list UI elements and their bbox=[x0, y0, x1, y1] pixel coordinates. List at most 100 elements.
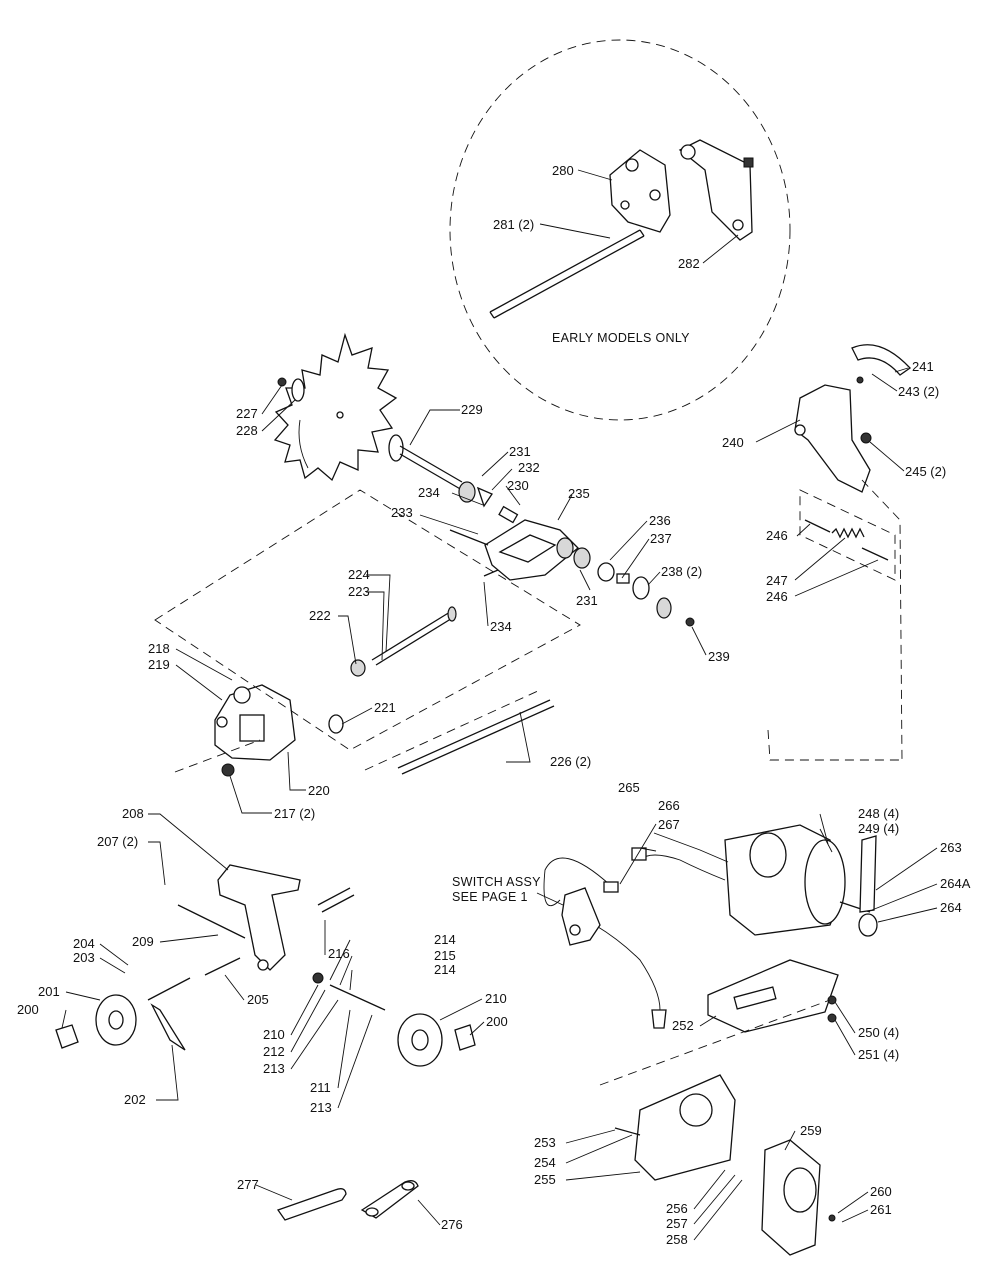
part-label: 282 bbox=[678, 256, 700, 271]
part-label: 253 bbox=[534, 1135, 556, 1150]
belt-guard-255 bbox=[614, 1074, 736, 1181]
tilt-shaft-205-209 bbox=[147, 904, 246, 1051]
part-label: 203 bbox=[73, 950, 95, 965]
part-label: 219 bbox=[148, 657, 170, 672]
spring-246-247 bbox=[799, 489, 896, 581]
part-label: 204 bbox=[73, 936, 95, 951]
part-labels: 280 281 (2) 282 227 228 229 231 232 230 … bbox=[17, 163, 971, 1247]
part-label: 247 bbox=[766, 573, 788, 588]
part-label: 200 bbox=[17, 1002, 39, 1017]
part-label: 246 bbox=[766, 589, 788, 604]
part-label: 213 bbox=[263, 1061, 285, 1076]
blade-flange-227 bbox=[277, 377, 305, 402]
part-label: 249 (4) bbox=[858, 821, 899, 836]
part-label: 245 (2) bbox=[905, 464, 946, 479]
part-label: 256 bbox=[666, 1201, 688, 1216]
part-label: 231 bbox=[576, 593, 598, 608]
part-label: 243 (2) bbox=[898, 384, 939, 399]
part-label: 258 bbox=[666, 1232, 688, 1247]
part-label: 234 bbox=[418, 485, 440, 500]
part-label: 261 bbox=[870, 1202, 892, 1217]
part-label: 266 bbox=[658, 798, 680, 813]
part-label: 205 bbox=[247, 992, 269, 1007]
bearings-236-237-238 bbox=[573, 547, 695, 627]
leader-lines bbox=[61, 169, 938, 1241]
part-label: 233 bbox=[391, 505, 413, 520]
part-label: 216 bbox=[328, 946, 350, 961]
part-label: 208 bbox=[122, 806, 144, 821]
part-label: 252 bbox=[672, 1018, 694, 1033]
part-label: 277 bbox=[237, 1177, 259, 1192]
rod-226 bbox=[397, 699, 555, 775]
part-label: 257 bbox=[666, 1216, 688, 1231]
wrench-277 bbox=[276, 1188, 347, 1221]
part-label: 214 bbox=[434, 932, 456, 947]
part-label: 220 bbox=[308, 783, 330, 798]
part-label: 251 (4) bbox=[858, 1047, 899, 1062]
shaft-281 bbox=[489, 229, 645, 319]
switch-assembly bbox=[561, 887, 601, 946]
part-label: 214 bbox=[434, 962, 456, 977]
part-label: 276 bbox=[441, 1217, 463, 1232]
part-label: 228 bbox=[236, 423, 258, 438]
part-label: 265 bbox=[618, 780, 640, 795]
part-label: 280 bbox=[552, 163, 574, 178]
part-label: 218 bbox=[148, 641, 170, 656]
part-label: 239 bbox=[708, 649, 730, 664]
part-label: 250 (4) bbox=[858, 1025, 899, 1040]
part-label: 264 bbox=[940, 900, 962, 915]
part-label: 248 (4) bbox=[858, 806, 899, 821]
early-models-inset bbox=[449, 39, 791, 421]
part-label: 210 bbox=[263, 1027, 285, 1042]
part-label: 240 bbox=[722, 435, 744, 450]
part-label: 254 bbox=[534, 1155, 556, 1170]
motor-cord-266-267 bbox=[543, 847, 726, 1029]
trunnion-240 bbox=[794, 384, 872, 493]
part-label: 215 bbox=[434, 948, 456, 963]
part-label: 267 bbox=[658, 817, 680, 832]
belt-guard-259 bbox=[761, 1139, 836, 1256]
part-label: 207 (2) bbox=[97, 834, 138, 849]
part-label: 222 bbox=[309, 608, 331, 623]
switch-assembly-note-line2: SEE PAGE 1 bbox=[452, 890, 528, 904]
saw-blade-228 bbox=[273, 332, 398, 482]
trunnion-bracket-282 bbox=[678, 139, 754, 241]
part-label: 211 bbox=[310, 1080, 331, 1095]
part-label: 226 (2) bbox=[550, 754, 591, 769]
part-label: 235 bbox=[568, 486, 590, 501]
part-label: 237 bbox=[650, 531, 672, 546]
motor-265 bbox=[724, 824, 878, 937]
bearings-231-232 bbox=[458, 481, 519, 524]
part-label: 213 bbox=[310, 1100, 332, 1115]
part-label: 229 bbox=[461, 402, 483, 417]
tilt-bracket-218 bbox=[214, 684, 296, 761]
part-label: 217 (2) bbox=[274, 806, 315, 821]
part-label: 238 (2) bbox=[661, 564, 702, 579]
part-label: 210 bbox=[485, 991, 507, 1006]
part-label: 227 bbox=[236, 406, 258, 421]
part-label: 259 bbox=[800, 1123, 822, 1138]
handwheel-201 bbox=[55, 994, 137, 1049]
part-label: 232 bbox=[518, 460, 540, 475]
part-label: 264A bbox=[940, 876, 971, 891]
part-label: 246 bbox=[766, 528, 788, 543]
motor-plate-252 bbox=[707, 959, 839, 1033]
part-label: 224 bbox=[348, 567, 370, 582]
part-label: 241 bbox=[912, 359, 934, 374]
trunnion-bracket-280 bbox=[609, 149, 671, 233]
part-label: 223 bbox=[348, 584, 370, 599]
part-label: 212 bbox=[263, 1044, 285, 1059]
part-label: 201 bbox=[38, 984, 60, 999]
part-label: 209 bbox=[132, 934, 154, 949]
part-label: 202 bbox=[124, 1092, 146, 1107]
handwheel-210 bbox=[312, 972, 476, 1067]
switch-assembly-note-line1: SWITCH ASSY bbox=[452, 875, 541, 889]
arbor-shaft-229 bbox=[388, 434, 463, 491]
part-label: 263 bbox=[940, 840, 962, 855]
part-label: 230 bbox=[507, 478, 529, 493]
part-label: 255 bbox=[534, 1172, 556, 1187]
part-label: 200 bbox=[486, 1014, 508, 1029]
wrench-276 bbox=[360, 1180, 419, 1219]
bracket-241 bbox=[851, 344, 911, 384]
